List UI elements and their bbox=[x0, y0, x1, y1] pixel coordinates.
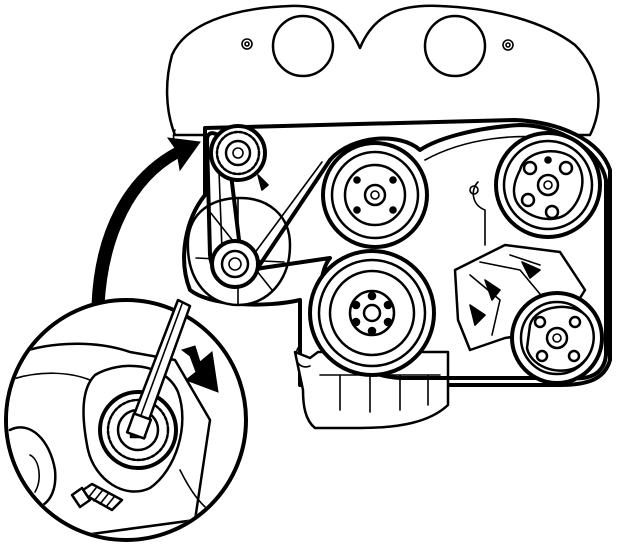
detail-bolt bbox=[70, 482, 124, 512]
alternator-pulley bbox=[321, 141, 429, 249]
cover-bolt-icon bbox=[241, 38, 253, 50]
cover-port-right-icon bbox=[423, 14, 487, 78]
tensioner-detail-magnifier bbox=[4, 298, 248, 542]
callout-arrow bbox=[91, 137, 201, 306]
wrench[interactable] bbox=[125, 298, 192, 440]
ac-compressor-pulley bbox=[510, 291, 604, 385]
crankshaft-pulley bbox=[308, 249, 436, 377]
cover-bolt-icon bbox=[502, 39, 514, 51]
cover-port-left-icon bbox=[271, 14, 335, 78]
belt-tensioner-pulley bbox=[209, 124, 269, 191]
rotation-direction-arrow bbox=[180, 345, 219, 393]
idler-pulley bbox=[210, 239, 260, 289]
power-steering-pump-pulley bbox=[494, 131, 602, 239]
